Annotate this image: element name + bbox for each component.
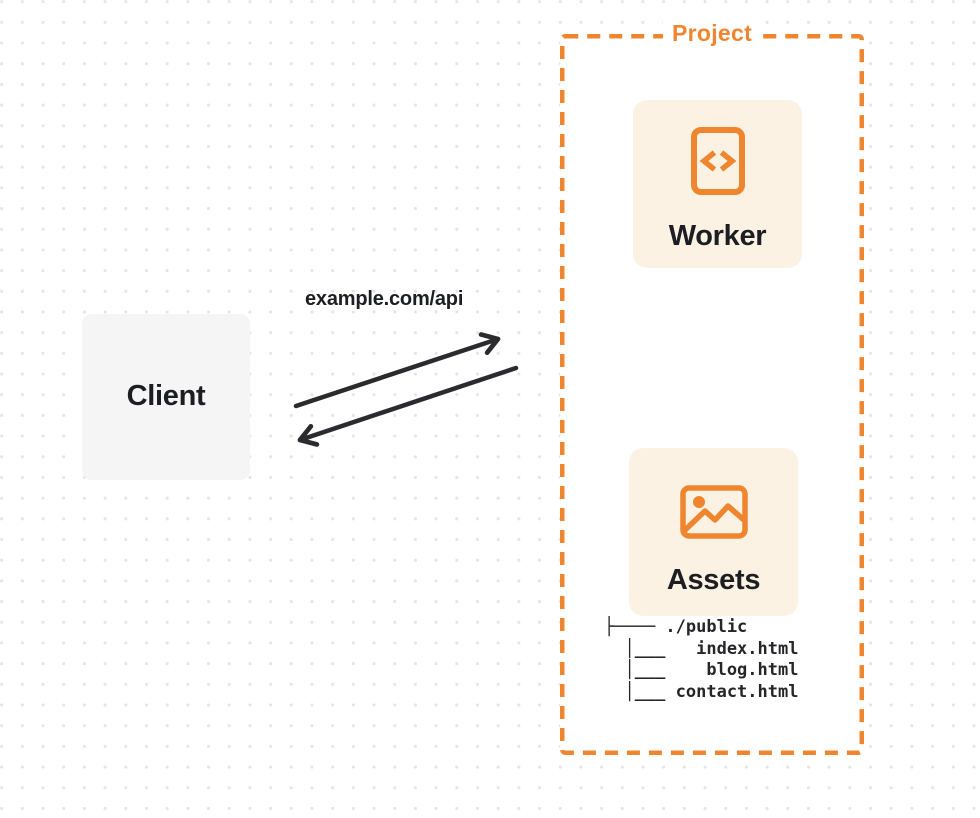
image-icon <box>679 485 748 539</box>
request-url-label: example.com/api <box>305 288 464 310</box>
code-brackets-document-icon <box>690 127 745 195</box>
file-tree: ├──── ./public │___ index.html │___ blog… <box>604 617 798 703</box>
response-arrow <box>297 365 519 447</box>
project-title: Project <box>662 20 762 47</box>
client-node: Client <box>82 314 250 480</box>
tree-line-contact: │___ contact.html <box>604 681 799 702</box>
tree-line-index: │___ index.html <box>604 638 799 659</box>
tree-line-blog: │___ blog.html <box>604 660 799 680</box>
assets-node: Assets <box>629 448 798 616</box>
worker-node: Worker <box>633 100 802 268</box>
client-label: Client <box>126 380 206 413</box>
project-container: Project Worker Assets ├──── ./public │__… <box>560 20 864 755</box>
tree-line-public: ├──── ./public <box>604 617 748 637</box>
request-arrow <box>293 332 501 409</box>
assets-label: Assets <box>666 564 761 596</box>
worker-label: Worker <box>668 220 767 252</box>
